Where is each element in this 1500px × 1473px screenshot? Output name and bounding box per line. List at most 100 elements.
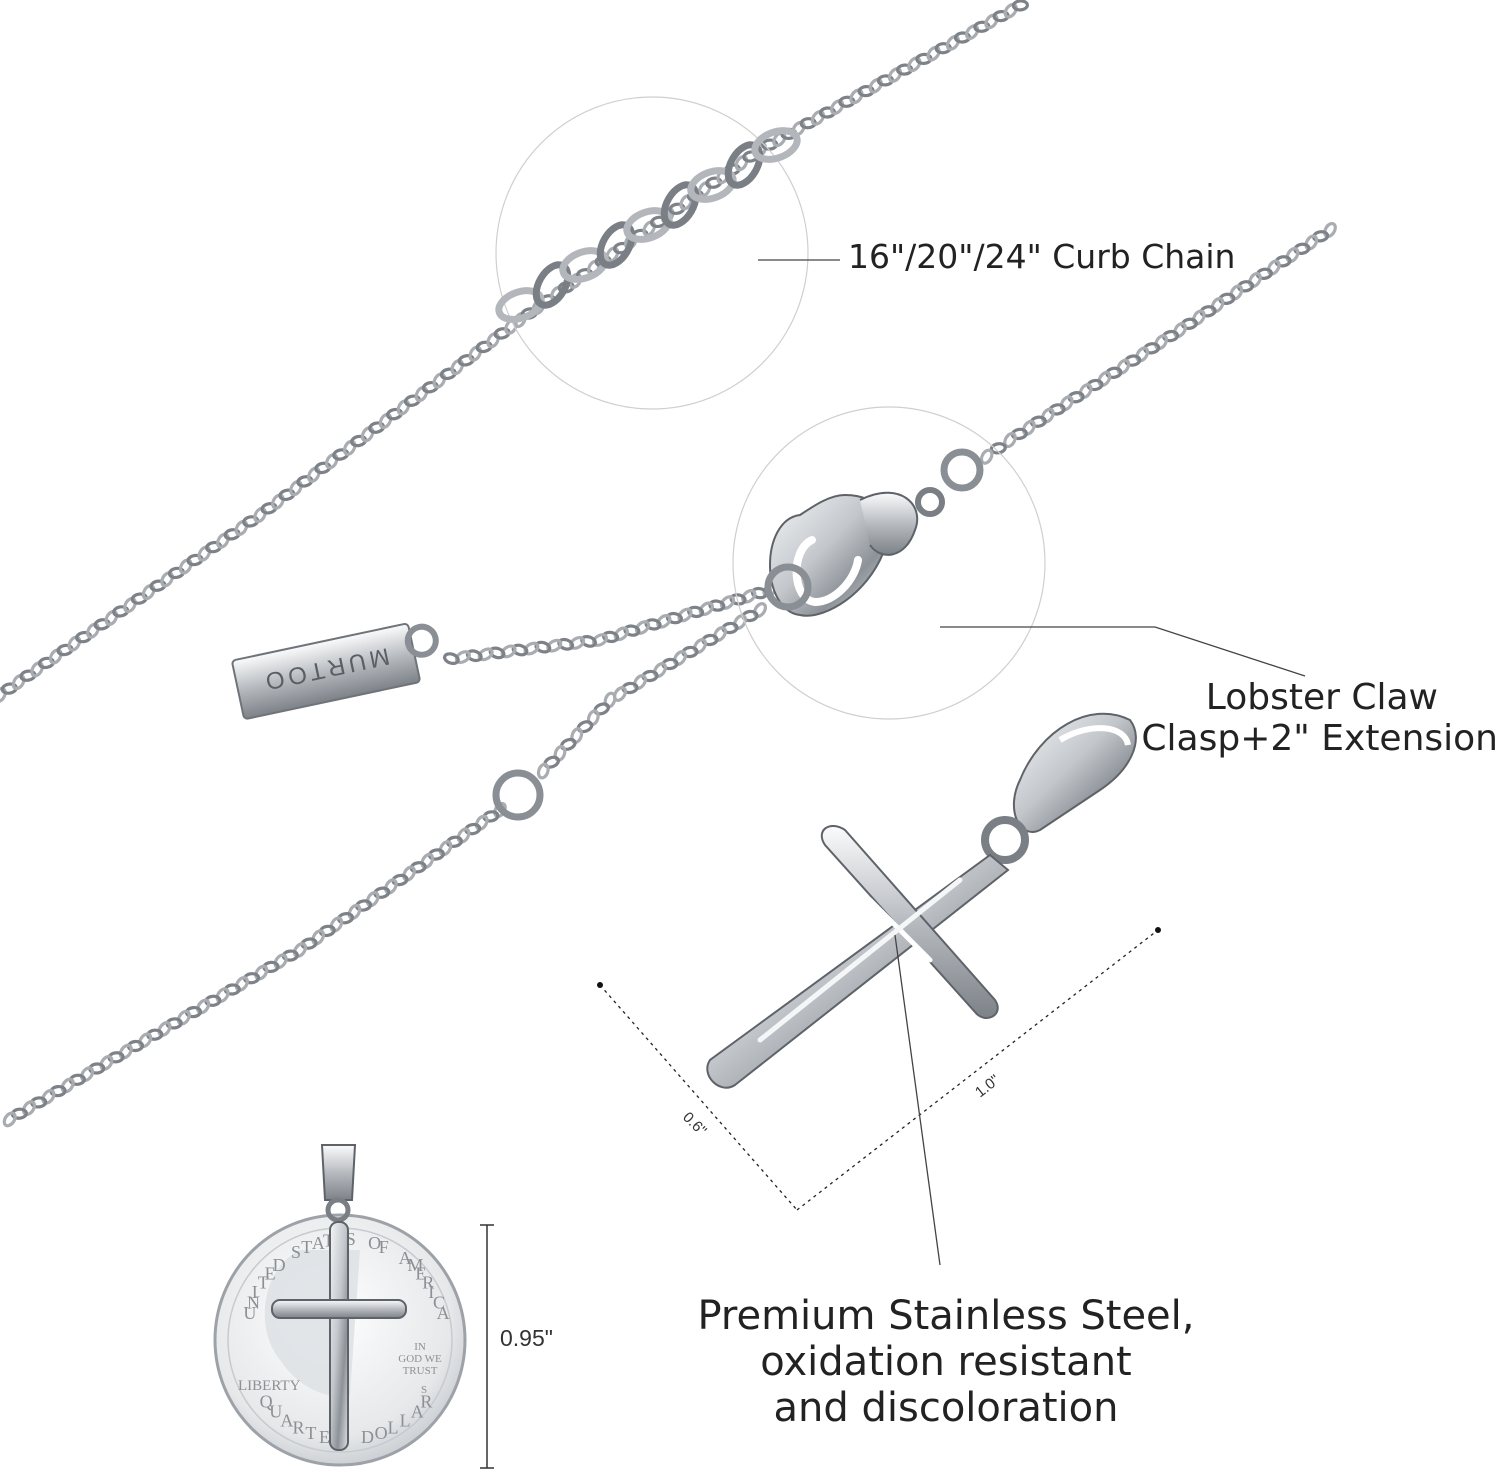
- zoom-chain-link: [687, 167, 737, 203]
- chain-link: [365, 891, 380, 908]
- chain-link: [360, 426, 375, 443]
- chain-link: [384, 878, 398, 895]
- brand-tag: MURTOO: [231, 622, 439, 720]
- chain-link: [1173, 322, 1187, 338]
- lobster-clasp: [764, 448, 984, 617]
- chain-link: [289, 479, 303, 497]
- chain-link: [1191, 309, 1206, 326]
- chain-link: [329, 916, 344, 933]
- chain-link: [118, 1043, 133, 1060]
- steel-callout-line-1: Premium Stainless Steel,: [697, 1293, 1195, 1339]
- coin-motto-1: IN: [414, 1341, 426, 1353]
- steel-callout-line-3: and discoloration: [773, 1385, 1119, 1431]
- zoom-chain-link: [532, 261, 572, 309]
- chain-link: [752, 602, 768, 618]
- dimension-width-label: 0.6": [679, 1109, 710, 1140]
- clasp-leader-line: [940, 626, 1306, 677]
- chain-link: [311, 929, 326, 946]
- chain-link: [234, 519, 249, 536]
- chain-link: [543, 755, 561, 769]
- chain-link: [176, 1009, 191, 1026]
- coin-motto-3: TRUST: [403, 1365, 438, 1377]
- chain-link: [576, 720, 594, 734]
- chain-link: [196, 998, 211, 1015]
- chain-link: [215, 987, 230, 1004]
- chain-link: [1021, 419, 1036, 436]
- chain-link: [456, 827, 471, 844]
- coin-motto-2: GOD WE: [398, 1353, 442, 1365]
- chain-link: [1097, 370, 1112, 387]
- zoom-chain-link: [623, 207, 673, 243]
- chain-link: [432, 372, 447, 389]
- coin-height-label: 0.95": [500, 1325, 553, 1351]
- chain-link: [2, 1111, 17, 1128]
- zoom-chain-link: [559, 247, 609, 283]
- chain-link: [254, 964, 269, 981]
- chain-link: [197, 545, 212, 562]
- chain-link: [307, 466, 321, 483]
- chain-link: [253, 506, 267, 524]
- chain-link: [1304, 234, 1319, 251]
- chain-link: [1040, 407, 1055, 424]
- chain-link: [414, 385, 429, 403]
- chain-link: [123, 596, 137, 614]
- chain-link: [486, 332, 500, 349]
- chain-link: [1135, 346, 1150, 363]
- chain-link: [438, 840, 453, 857]
- chain-link: [80, 1066, 95, 1083]
- chain-link: [1229, 284, 1244, 301]
- dimension-length-label: 1.0": [972, 1072, 1003, 1102]
- chain-link: [732, 614, 748, 630]
- chain-link: [11, 674, 26, 691]
- chain-link: [1011, 0, 1029, 12]
- chain-link: [1154, 334, 1169, 351]
- coin-liberty: LIBERTY: [238, 1378, 301, 1394]
- chain-link: [160, 571, 174, 588]
- chain-link: [979, 448, 994, 465]
- chain-link: [292, 942, 308, 958]
- chain-link: [632, 674, 648, 690]
- chain-link: [216, 532, 230, 549]
- chain-link: [234, 976, 249, 992]
- chain-link: [1210, 296, 1225, 314]
- chain-link: [420, 852, 435, 869]
- chain-link: [138, 1032, 153, 1049]
- chain-link: [271, 493, 285, 510]
- chain-link: [104, 609, 119, 626]
- chain-link: [60, 1077, 75, 1094]
- chain-link: [99, 1055, 114, 1071]
- chain-link: [48, 648, 63, 665]
- jump-ring: [492, 769, 544, 821]
- coin-mint-mark: S: [421, 1384, 427, 1396]
- chain-link: [450, 358, 464, 376]
- chain-link: [1116, 358, 1131, 375]
- chain-link: [712, 626, 728, 642]
- chain-link: [141, 584, 156, 601]
- chain-link: [1059, 395, 1074, 412]
- chain-link: [378, 412, 393, 430]
- chain-link: [442, 652, 460, 665]
- chain-link: [1248, 271, 1262, 289]
- chain-link: [1078, 383, 1093, 400]
- coin-height-bracket: [480, 1224, 494, 1469]
- chain-link: [86, 622, 100, 639]
- chain-link: [178, 558, 193, 575]
- chain-link: [474, 814, 489, 831]
- chain-link: [672, 650, 688, 666]
- chain-link: [402, 865, 416, 882]
- clasp-callout-line-1: Lobster Claw: [1205, 677, 1438, 718]
- chain-link: [692, 638, 708, 654]
- clasp-callout-line-2: Clasp+2" Extension: [1141, 718, 1498, 759]
- chain-zoom-circle: [495, 96, 809, 410]
- chain-link: [324, 453, 339, 470]
- chain-link: [559, 737, 577, 751]
- chain-link: [67, 635, 82, 652]
- chain-link: [21, 1100, 37, 1116]
- cross-pendant: [706, 712, 1137, 1089]
- curb-chain: [0, 0, 1337, 1128]
- zoom-chain-link: [751, 127, 801, 163]
- dimension-lines: [597, 927, 1161, 1266]
- chain-link: [652, 662, 668, 678]
- chain-link: [157, 1021, 172, 1037]
